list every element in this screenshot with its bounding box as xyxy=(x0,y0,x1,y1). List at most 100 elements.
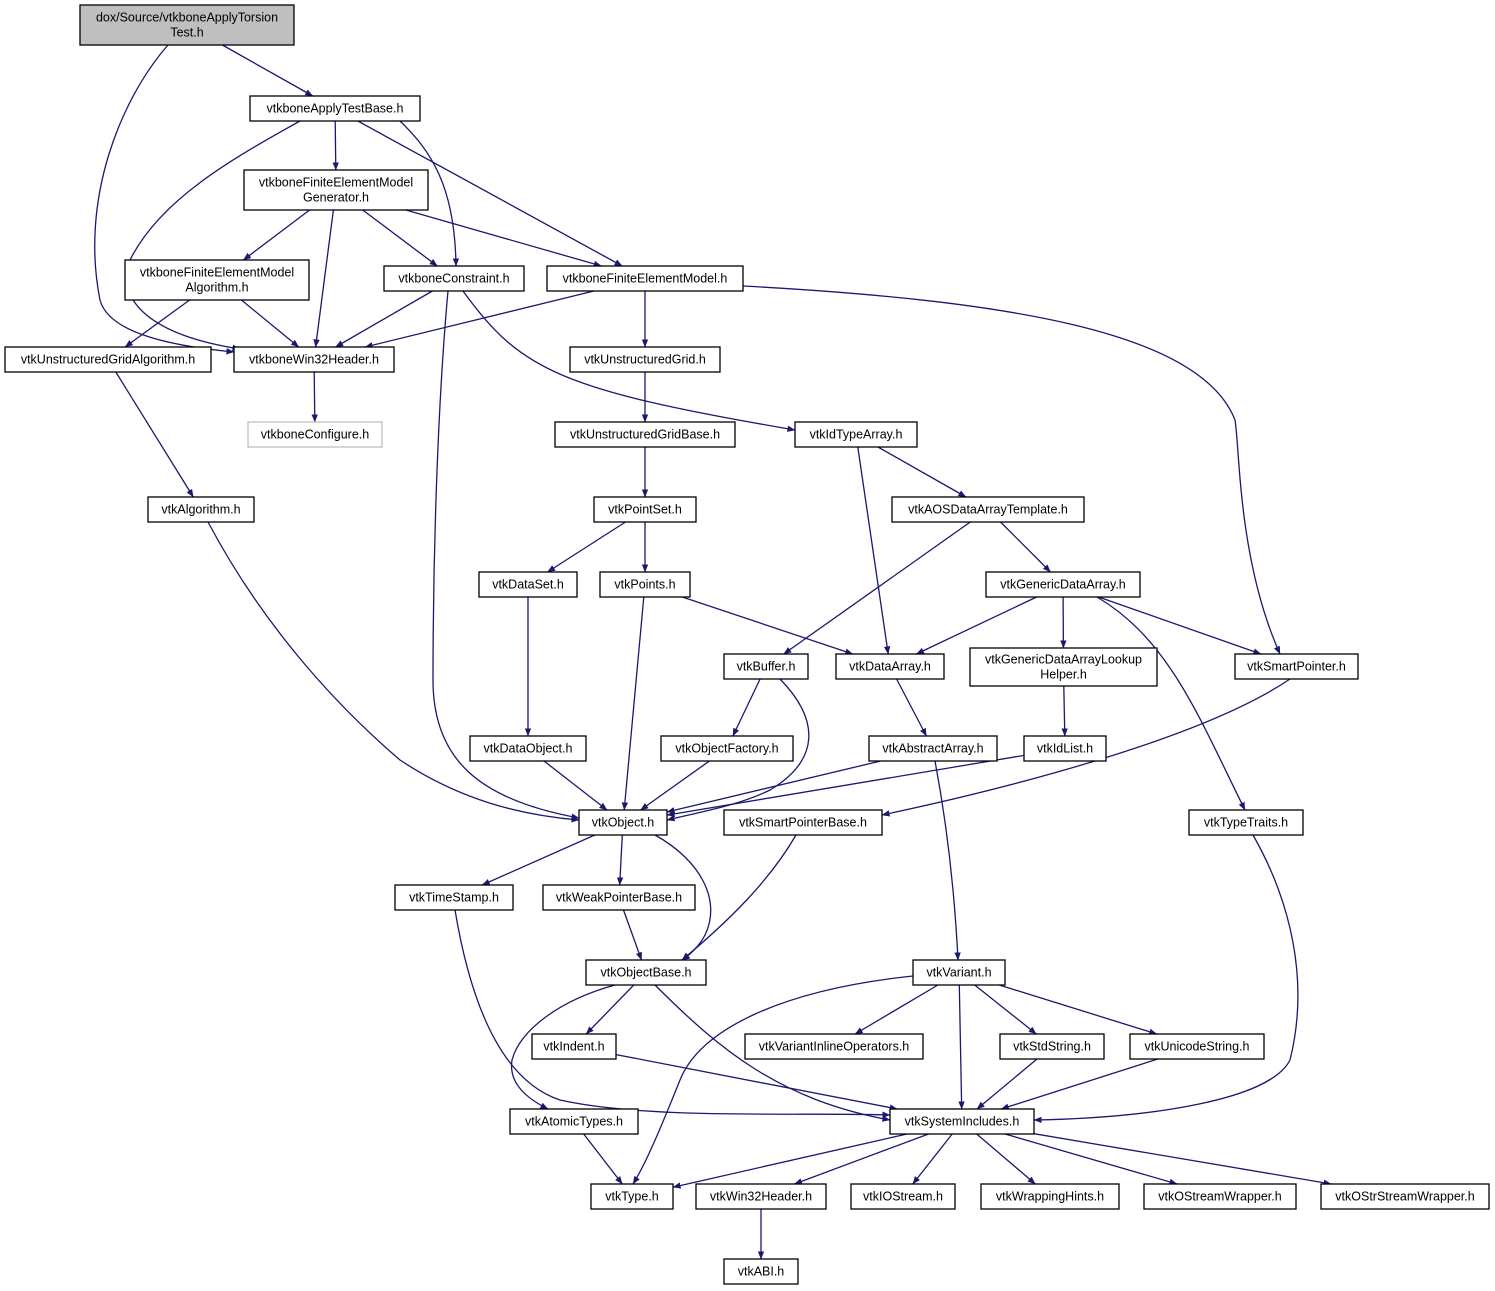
node-label: vtkVariantInlineOperators.h xyxy=(759,1040,910,1054)
edge-objfactory-to-object xyxy=(640,760,710,811)
edge-weakptrbase-to-objectbase xyxy=(622,909,643,961)
node-dataset[interactable]: vtkDataSet.h xyxy=(478,571,578,598)
node-ostrstreamwrapper[interactable]: vtkOStrStreamWrapper.h xyxy=(1320,1183,1490,1210)
node-atomictypes[interactable]: vtkAtomicTypes.h xyxy=(509,1108,639,1135)
node-objectbase[interactable]: vtkObjectBase.h xyxy=(585,959,707,986)
node-stdstring[interactable]: vtkStdString.h xyxy=(999,1033,1105,1060)
node-box xyxy=(509,1108,639,1135)
node-variant[interactable]: vtkVariant.h xyxy=(912,959,1006,986)
node-aos[interactable]: vtkAOSDataArrayTemplate.h xyxy=(891,496,1085,523)
node-ugalg[interactable]: vtkUnstructuredGridAlgorithm.h xyxy=(4,346,212,373)
edge-ugalg-to-algorithm xyxy=(115,371,194,498)
node-label: vtkboneFiniteElementModel xyxy=(140,266,294,280)
node-dataarray[interactable]: vtkDataArray.h xyxy=(835,653,945,680)
node-label: vtkDataArray.h xyxy=(849,660,931,674)
node-abstractarray[interactable]: vtkAbstractArray.h xyxy=(868,735,998,762)
edge-objectbase-to-systemincludes xyxy=(654,984,891,1122)
node-box xyxy=(889,1108,1035,1135)
node-box xyxy=(383,265,525,292)
edge-unicodestring-to-systemincludes xyxy=(1000,1058,1158,1110)
node-object[interactable]: vtkObject.h xyxy=(578,809,668,836)
edge-fem-to-smartptr xyxy=(742,285,1281,655)
node-label: vtkDataSet.h xyxy=(492,578,564,592)
edge-femgen-to-fem xyxy=(405,209,602,267)
node-box xyxy=(79,4,295,46)
node-smartptr[interactable]: vtkSmartPointer.h xyxy=(1234,653,1359,680)
node-generic[interactable]: vtkGenericDataArray.h xyxy=(985,571,1141,598)
node-idlist[interactable]: vtkIdList.h xyxy=(1023,735,1107,762)
node-label: vtkBuffer.h xyxy=(737,660,796,674)
node-label: vtkUnstructuredGrid.h xyxy=(584,353,706,367)
node-ug[interactable]: vtkUnstructuredGrid.h xyxy=(569,346,721,373)
edge-generic-to-typetraits xyxy=(1096,596,1246,811)
node-box xyxy=(590,1183,674,1210)
node-box xyxy=(247,421,383,448)
node-type[interactable]: vtkType.h xyxy=(590,1183,674,1210)
edge-systemincludes-to-type xyxy=(672,1133,908,1189)
edge-constraint-to-win32header xyxy=(335,290,433,348)
edge-generic-to-smartptr xyxy=(1098,596,1262,655)
node-unicodestring[interactable]: vtkUnicodeString.h xyxy=(1129,1033,1265,1060)
node-idtype[interactable]: vtkIdTypeArray.h xyxy=(794,421,918,448)
node-box xyxy=(147,496,255,523)
node-label: vtkWrappingHints.h xyxy=(996,1190,1104,1204)
node-box xyxy=(1143,1183,1297,1210)
node-pointset[interactable]: vtkPointSet.h xyxy=(593,496,697,523)
edge-femalg-to-win32header xyxy=(240,299,300,348)
node-win32header[interactable]: vtkboneWin32Header.h xyxy=(233,346,395,373)
edge-variant-to-type xyxy=(632,975,914,1185)
node-smartptrbase[interactable]: vtkSmartPointerBase.h xyxy=(723,809,883,836)
edge-idlist-to-object xyxy=(666,754,1025,818)
node-abi[interactable]: vtkABI.h xyxy=(723,1258,799,1285)
node-box xyxy=(233,346,395,373)
node-weakptrbase[interactable]: vtkWeakPointerBase.h xyxy=(542,884,696,911)
node-wrappinghints[interactable]: vtkWrappingHints.h xyxy=(980,1183,1120,1210)
node-buffer[interactable]: vtkBuffer.h xyxy=(723,653,809,680)
node-box xyxy=(794,421,918,448)
edge-systemincludes-to-win32 xyxy=(794,1133,929,1185)
node-box xyxy=(850,1183,956,1210)
edge-idtype-to-dataarray xyxy=(857,446,891,655)
node-dataobject[interactable]: vtkDataObject.h xyxy=(469,735,587,762)
edge-variant-to-systemincludes xyxy=(958,984,965,1110)
node-win32[interactable]: vtkWin32Header.h xyxy=(695,1183,827,1210)
node-label: Algorithm.h xyxy=(185,281,248,295)
node-points[interactable]: vtkPoints.h xyxy=(599,571,691,598)
edge-points-to-object xyxy=(621,596,645,811)
edge-objectbase-to-indent xyxy=(585,984,635,1035)
node-indent[interactable]: vtkIndent.h xyxy=(531,1033,617,1060)
edge-systemincludes-to-wrappinghints xyxy=(976,1133,1036,1185)
node-box xyxy=(723,809,883,836)
node-label: Generator.h xyxy=(303,191,369,205)
node-iostream[interactable]: vtkIOStream.h xyxy=(850,1183,956,1210)
edge-buffer-to-object xyxy=(666,678,810,822)
edge-applytestbase-to-fem xyxy=(357,120,623,267)
node-label: vtkAOSDataArrayTemplate.h xyxy=(908,503,1068,517)
node-box xyxy=(531,1033,617,1060)
edge-dataobject-to-object xyxy=(543,760,608,811)
node-fem[interactable]: vtkboneFiniteElementModel.h xyxy=(546,265,744,292)
node-applytestbase[interactable]: vtkboneApplyTestBase.h xyxy=(249,95,421,122)
node-objfactory[interactable]: vtkObjectFactory.h xyxy=(660,735,794,762)
node-systemincludes[interactable]: vtkSystemIncludes.h xyxy=(889,1108,1035,1135)
node-box xyxy=(1320,1183,1490,1210)
node-ugbase[interactable]: vtkUnstructuredGridBase.h xyxy=(554,421,736,448)
edge-femalg-to-ugalg xyxy=(124,299,190,348)
node-ostreamwrapper[interactable]: vtkOStreamWrapper.h xyxy=(1143,1183,1297,1210)
edge-buffer-to-objfactory xyxy=(732,678,761,737)
node-label: vtkABI.h xyxy=(738,1265,785,1279)
node-algorithm[interactable]: vtkAlgorithm.h xyxy=(147,496,255,523)
node-variantinline[interactable]: vtkVariantInlineOperators.h xyxy=(744,1033,924,1060)
edge-constraint-to-object xyxy=(432,290,580,820)
edge-objectbase-to-atomictypes xyxy=(510,984,616,1110)
node-timestamp[interactable]: vtkTimeStamp.h xyxy=(394,884,514,911)
edge-indent-to-systemincludes xyxy=(615,1053,898,1111)
node-box xyxy=(723,1258,799,1285)
node-typetraits[interactable]: vtkTypeTraits.h xyxy=(1188,809,1304,836)
node-constraint[interactable]: vtkboneConstraint.h xyxy=(383,265,525,292)
dependency-edges xyxy=(94,44,1332,1260)
